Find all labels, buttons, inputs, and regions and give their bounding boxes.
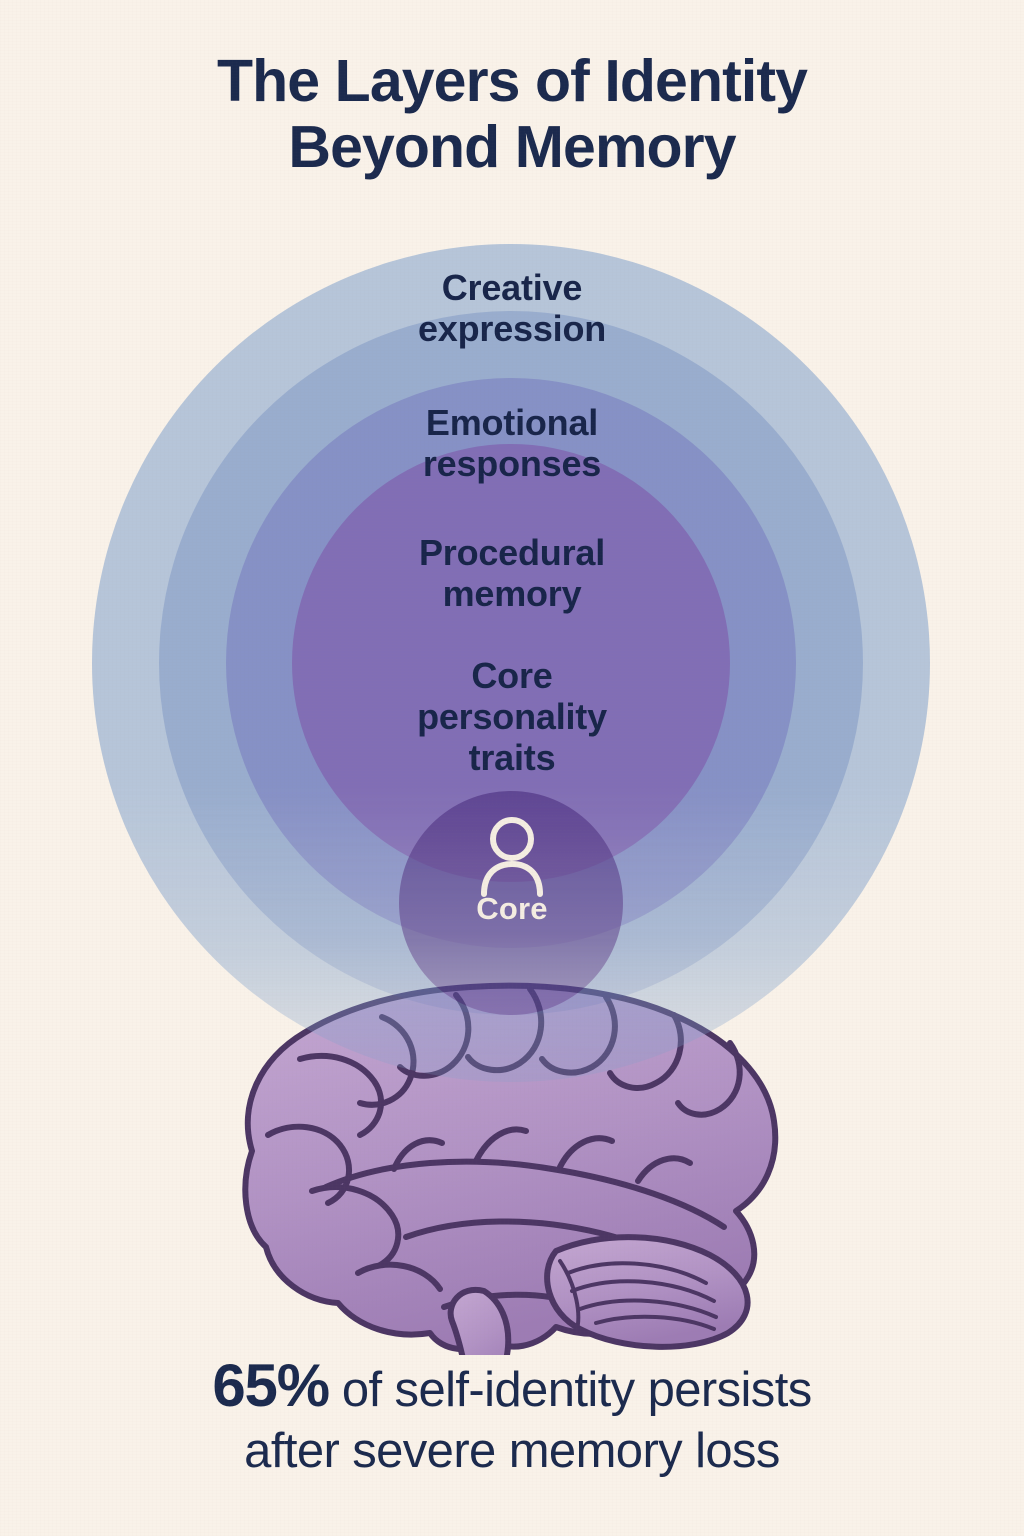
stat-value: 65% [212,1352,330,1419]
page-title: The Layers of Identity Beyond Memory [217,48,808,181]
core-group: Core [402,815,622,927]
core-label: Core [476,891,548,926]
ring-label-procedural-memory: Procedural memory [418,532,606,615]
ring-label-creative-expression: Creative expression [417,267,607,350]
stat-text-line2: after severe memory loss [244,1424,780,1478]
ring-label-emotional-responses: Emotional responses [422,402,602,485]
ring-label-core-personality-traits: Core personality traits [417,655,607,779]
person-icon [481,817,543,897]
stat-text-line1: of self-identity persists [328,1363,812,1417]
footer-statistic: 65% of self-identity persists after seve… [0,1350,1024,1481]
